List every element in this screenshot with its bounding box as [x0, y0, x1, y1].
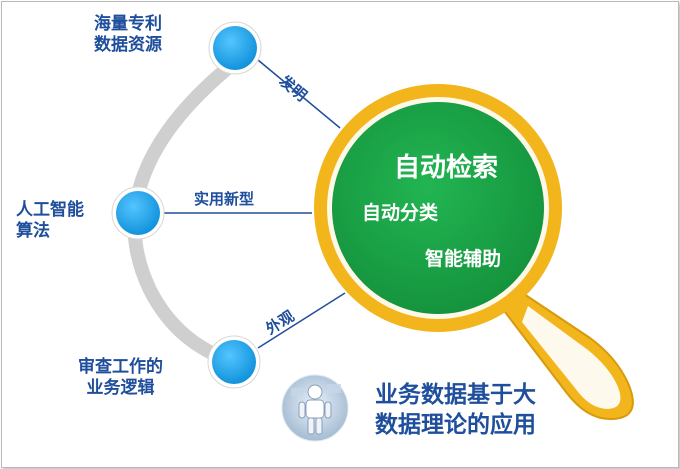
magnifier-line3: 智能辅助	[425, 248, 502, 270]
node-label-top-line1: 海量专利	[94, 14, 162, 34]
node-label-bottom-line2: 业务逻辑	[86, 378, 155, 398]
node-circle-middle	[111, 186, 165, 240]
node-label-bottom-line1: 审查工作的	[78, 357, 163, 377]
caption-line1: 业务数据基于大	[375, 382, 536, 408]
node-label-bottom: 审查工作的 业务逻辑	[78, 357, 163, 399]
magnifier-handle	[503, 286, 634, 421]
caption: 业务数据基于大 数据理论的应用	[375, 380, 536, 440]
robot-image	[281, 374, 349, 442]
node-label-top: 海量专利 数据资源	[94, 14, 162, 56]
magnifier-line2: 自动分类	[362, 202, 439, 224]
node-circle-bottom	[207, 335, 261, 389]
connector-design	[257, 292, 346, 349]
node-label-top-line2: 数据资源	[94, 35, 162, 55]
magnifier-title: 自动检索	[394, 153, 499, 183]
magnifier-lens	[314, 84, 562, 332]
connector-invention	[257, 59, 341, 129]
node-label-middle-line1: 人工智能	[16, 200, 84, 220]
caption-line2: 数据理论的应用	[375, 412, 536, 438]
node-label-middle-line2: 算法	[16, 221, 50, 241]
node-label-middle: 人工智能 算法	[16, 200, 84, 242]
connecting-arc	[127, 55, 242, 369]
edge-label-utility-model: 实用新型	[194, 190, 255, 208]
node-circle-top	[208, 21, 262, 75]
